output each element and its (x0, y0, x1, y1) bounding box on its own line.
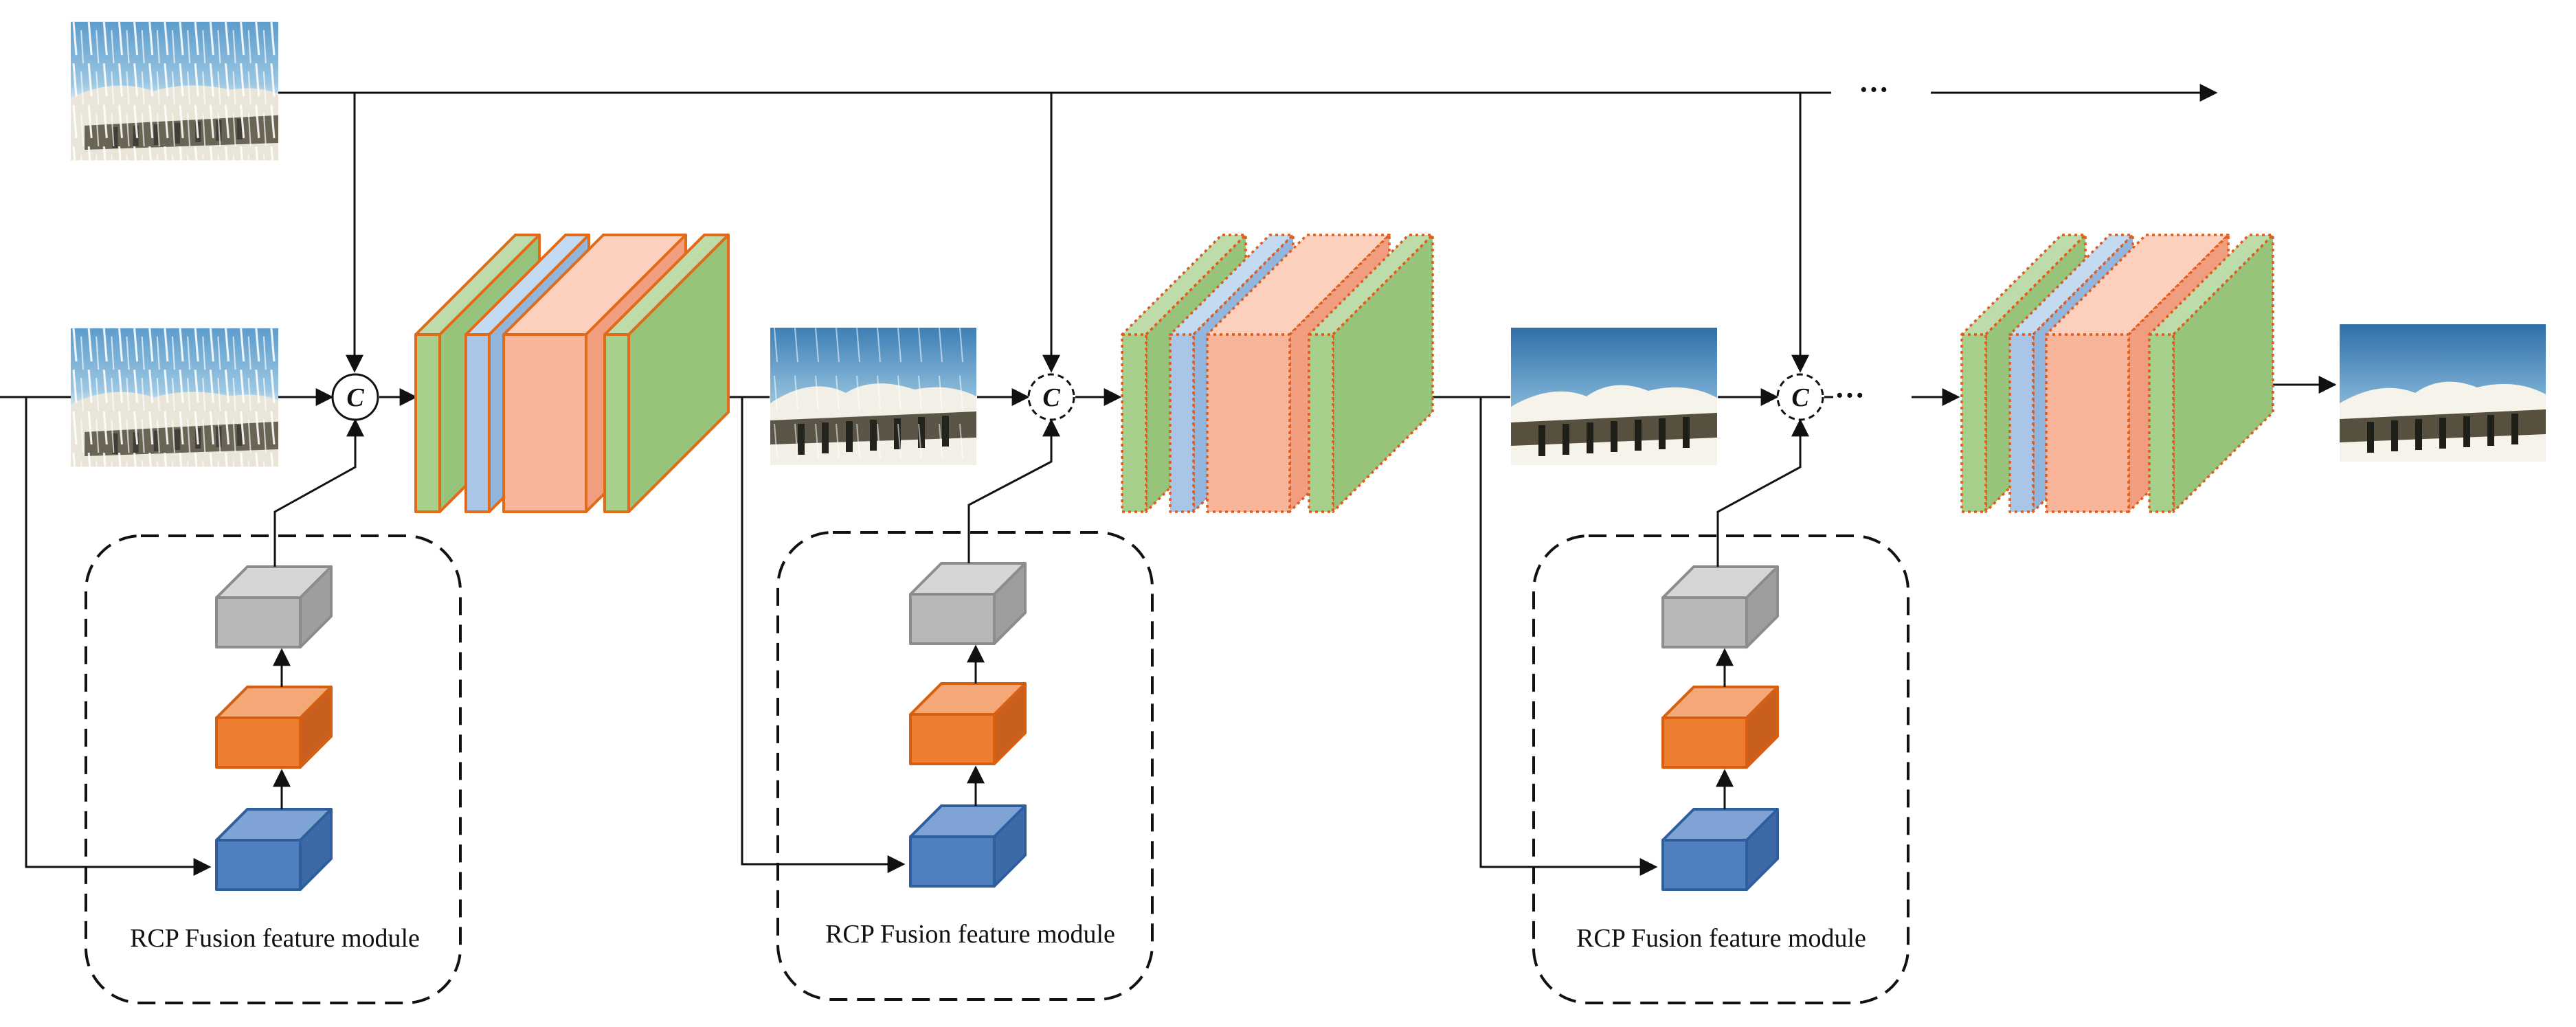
rainy-image-icon (71, 328, 278, 467)
top-input-line (278, 84, 2218, 373)
module-label: RCP Fusion feature module (130, 924, 420, 953)
rcp-fusion-module: RCP Fusion feature module (776, 418, 1154, 1001)
concat-node: C (1027, 373, 1075, 421)
mid-ellipsis: ··· (1835, 379, 1865, 412)
rcp-fusion-module: RCP Fusion feature module (85, 418, 462, 1004)
stage-block (414, 234, 730, 513)
module-label: RCP Fusion feature module (825, 920, 1115, 949)
top-ellipsis: ··· (1859, 73, 1889, 106)
rcp-fusion-module: RCP Fusion feature module (1532, 418, 1909, 1004)
partially-derained-image-icon (770, 328, 976, 465)
partially-derained-image-icon (1511, 328, 1717, 465)
stage-block (1960, 234, 2274, 513)
concat-label: C (1791, 383, 1809, 412)
concat-node: C (331, 373, 379, 421)
stage-block (1121, 234, 1434, 513)
derained-image-icon (2340, 324, 2546, 462)
concat-label: C (346, 383, 364, 412)
rainy-image-icon (71, 21, 278, 161)
concat-node: C (1776, 373, 1824, 421)
module-label: RCP Fusion feature module (1576, 924, 1866, 953)
concat-label: C (1042, 383, 1060, 412)
